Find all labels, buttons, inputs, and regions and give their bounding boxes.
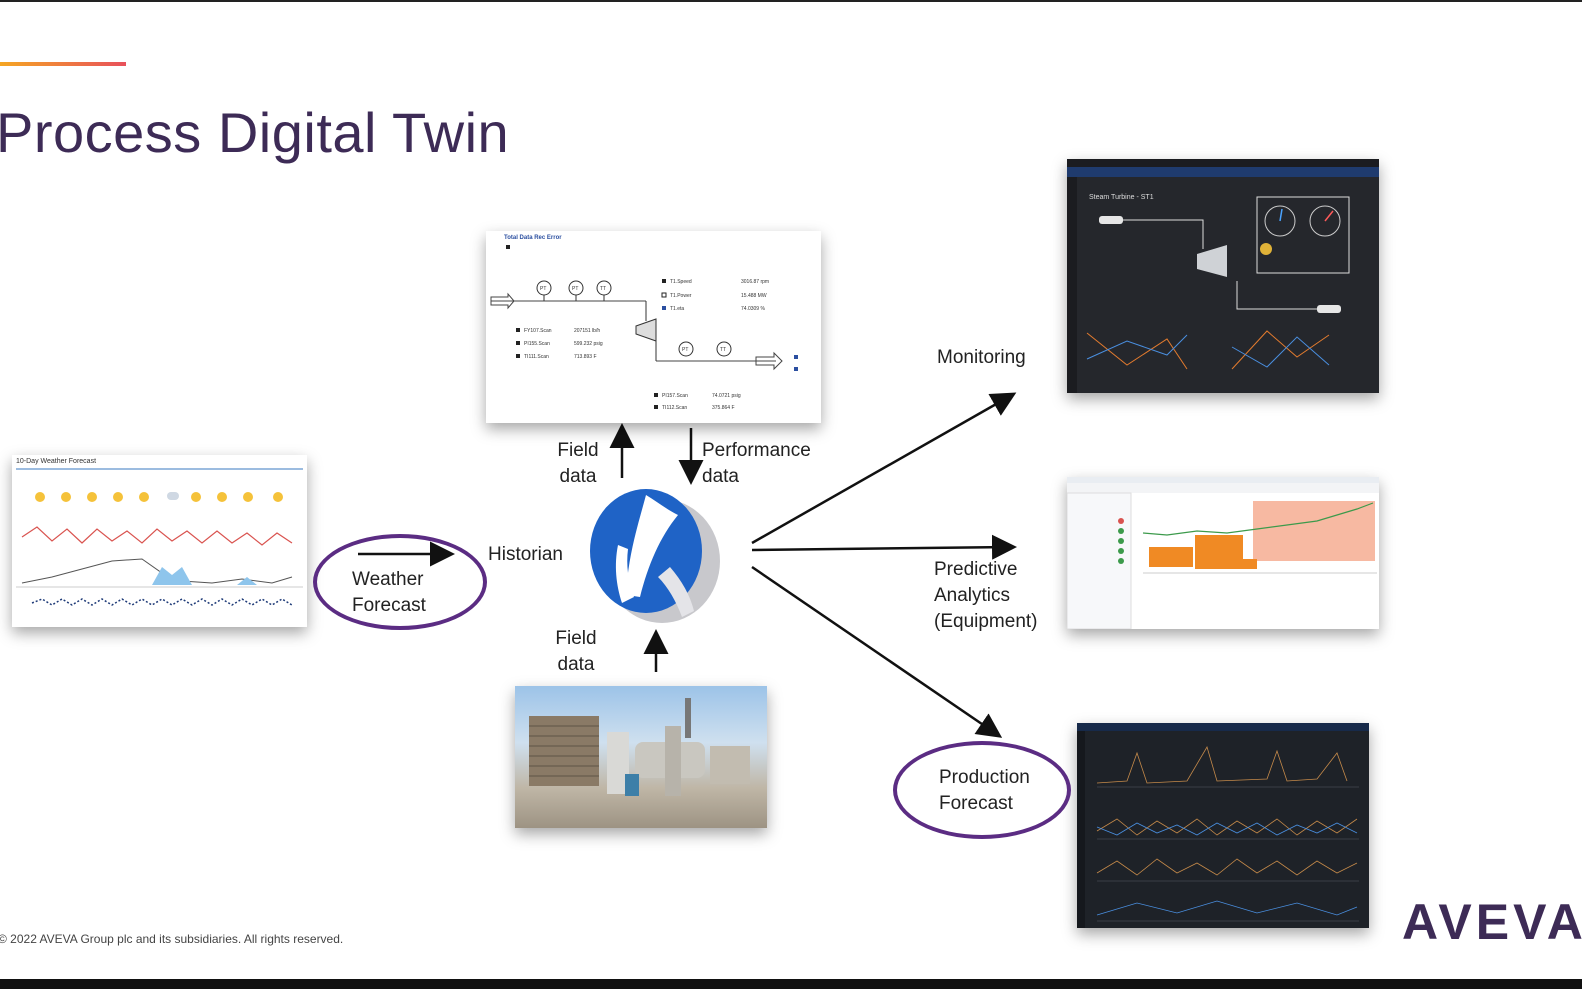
row-right-1: T1.Speed: [670, 279, 692, 285]
row-left-value-2: 599.232 psig: [574, 341, 603, 347]
label-monitoring: Monitoring: [937, 347, 1026, 368]
weather-forecast-oval: [313, 534, 487, 630]
tag-3: TT: [600, 286, 606, 292]
row-right-3: T1.eta: [670, 306, 684, 312]
label-historian: Historian: [488, 544, 563, 565]
row-bottom-2: TI112.Scan: [662, 405, 687, 411]
title-accent-line: [0, 62, 126, 66]
tag-4: PT: [682, 347, 688, 353]
arrow-to-production: [751, 565, 1003, 738]
tag-1: PT: [540, 286, 546, 292]
row-bottom-value-2: 375.864 F: [712, 405, 735, 411]
monitoring-title: Steam Turbine - ST1: [1089, 194, 1154, 201]
slide-title: Process Digital Twin: [0, 101, 510, 164]
tag-5: TT: [720, 347, 726, 353]
arrow-to-monitoring: [751, 392, 1017, 545]
row-left-1: FY107.Scan: [524, 328, 552, 334]
predictive-analytics-screenshot: [1067, 477, 1379, 629]
row-bottom-value-1: 74.0721 psig: [712, 393, 741, 399]
process-diagram-title: Total Data Rec Error: [504, 235, 562, 241]
aveva-logo: AVEVA: [1402, 894, 1582, 950]
row-left-value-3: 713.893 F: [574, 354, 597, 360]
production-forecast-oval: [893, 741, 1071, 839]
process-diagram-screenshot: Total Data Rec Error PT PT TT PT TT FY10…: [486, 231, 821, 423]
weather-title: 10-Day Weather Forecast: [16, 458, 96, 465]
tag-2: PT: [572, 286, 578, 292]
row-right-2: T1.Power: [670, 293, 692, 299]
historian-logo: [590, 489, 720, 623]
row-right-value-3: 74.0309 %: [741, 306, 765, 312]
top-border: [0, 0, 1582, 2]
row-left-3: TI111.Scan: [524, 354, 549, 360]
plant-photo: [515, 686, 767, 828]
production-forecast-screenshot: [1077, 723, 1369, 928]
bottom-border: [0, 979, 1582, 989]
row-right-value-1: 3016.87 rpm: [741, 279, 769, 285]
arrow-to-predictive: [751, 534, 1017, 560]
row-left-value-1: 207151 lb/h: [574, 328, 600, 334]
copyright-footer: © 2022 AVEVA Group plc and its subsidiar…: [0, 932, 344, 946]
monitoring-screenshot: Steam Turbine - ST1: [1067, 159, 1379, 393]
row-right-value-2: 15.488 MW: [741, 293, 767, 299]
row-bottom-1: PI157.Scan: [662, 393, 688, 399]
weather-forecast-screenshot: 10-Day Weather Forecast: [12, 455, 307, 627]
row-left-2: PI155.Scan: [524, 341, 550, 347]
